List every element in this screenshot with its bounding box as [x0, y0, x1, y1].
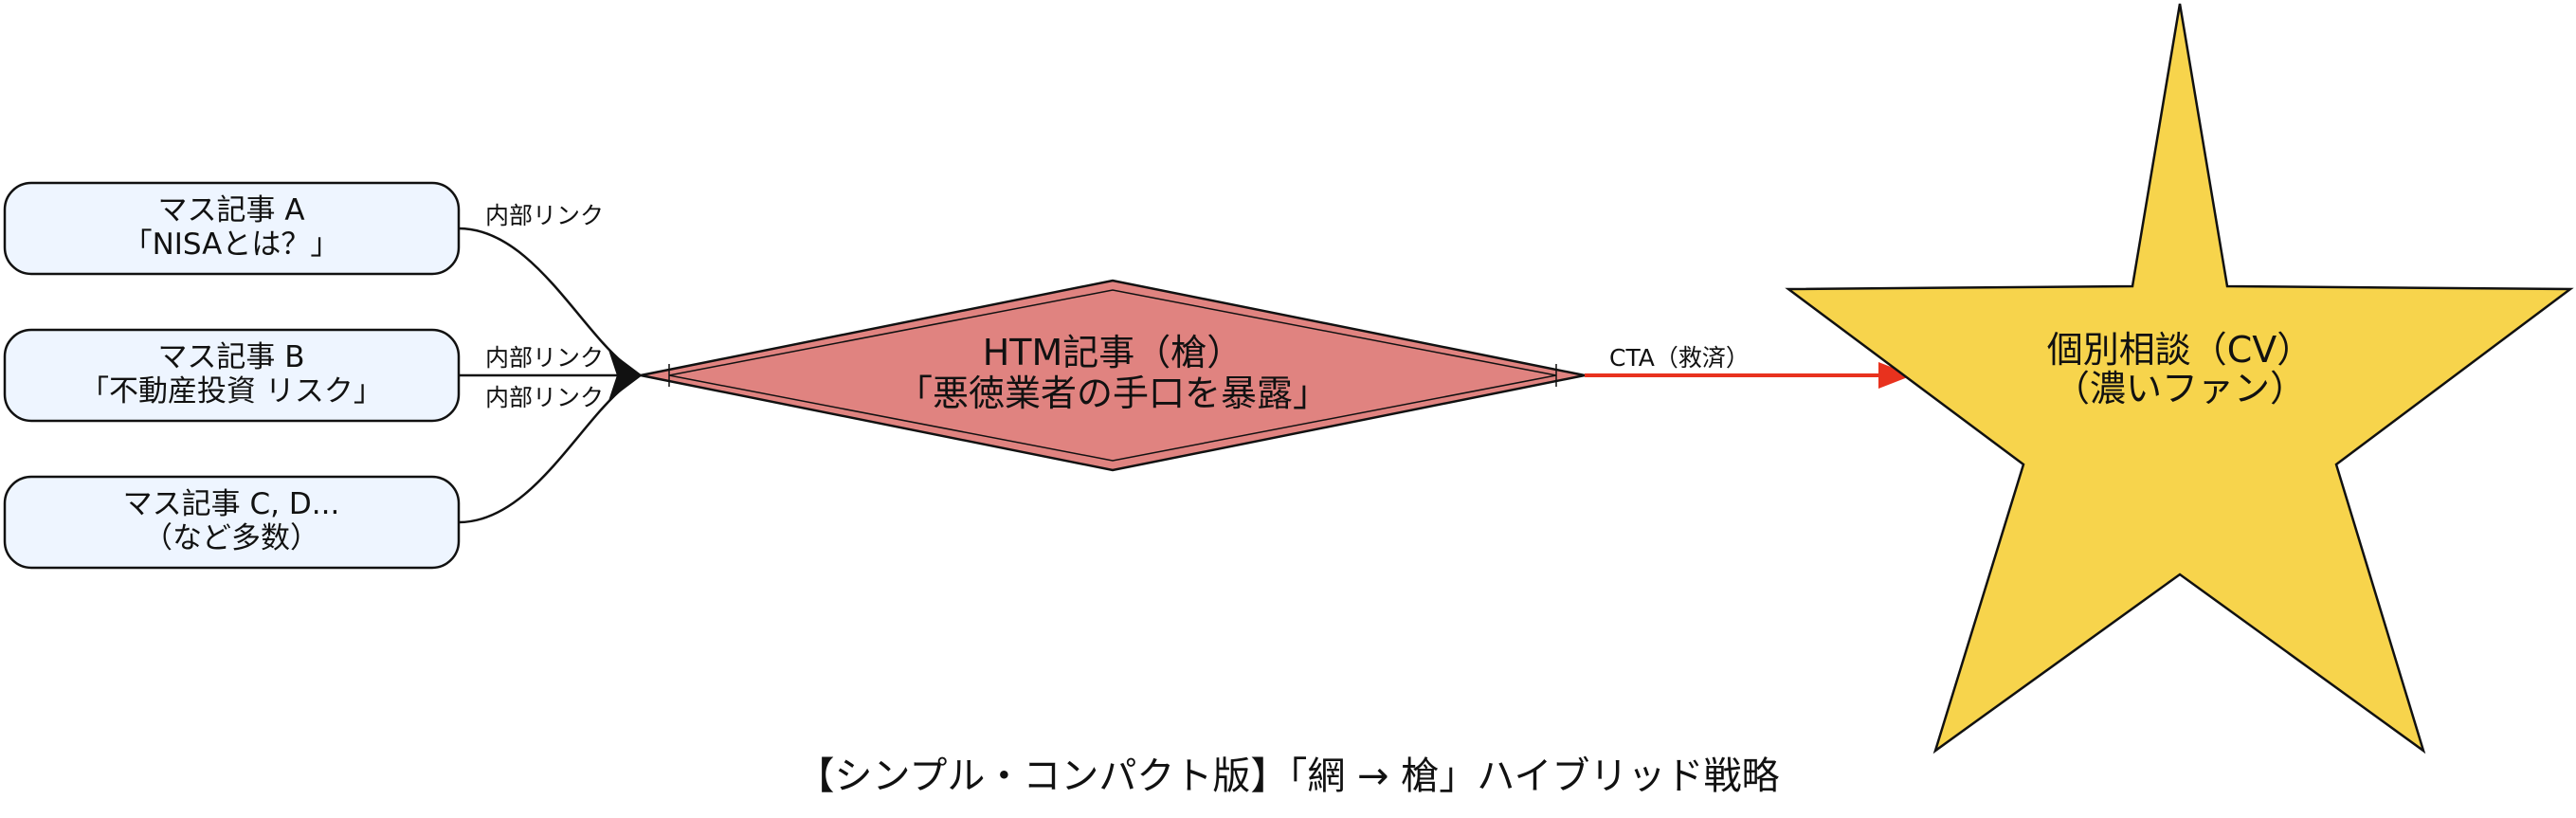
- edge-link-a: [458, 227, 626, 366]
- node-mass-article-cd-subtitle: （など多数）: [143, 521, 319, 555]
- node-htm-article[interactable]: HTM記事（槍） 「悪徳業者の手口を暴露」: [640, 279, 1586, 472]
- edge-link-cd: [458, 385, 626, 524]
- node-mass-article-b-title: マス記事 B: [157, 340, 304, 374]
- node-mass-article-b-subtitle: 「不動産投資 リスク」: [80, 374, 383, 409]
- node-mass-article-b[interactable]: マス記事 B 「不動産投資 リスク」: [3, 328, 461, 423]
- node-mass-article-cd-title: マス記事 C, D...: [123, 487, 340, 521]
- edge-label-link-a: 内部リンク: [485, 202, 604, 229]
- node-cv-subtitle: （濃いファン）: [2054, 368, 2306, 409]
- node-cv-title: 個別相談（CV）: [2047, 329, 2313, 371]
- node-cv-star[interactable]: 個別相談（CV） （濃いファン）: [1785, 3, 2574, 754]
- node-mass-article-cd[interactable]: マス記事 C, D... （など多数）: [3, 475, 461, 570]
- diagram-caption: 【シンプル・コンパクト版】「網 → 槍」ハイブリッド戦略: [797, 754, 1780, 798]
- edge-label-cta: CTA（救済）: [1609, 344, 1750, 372]
- node-htm-article-subtitle: 「悪徳業者の手口を暴露」: [897, 373, 1329, 414]
- edge-label-link-b: 内部リンク: [485, 344, 604, 372]
- edge-link-arrowhead: [608, 350, 643, 401]
- node-mass-article-a-title: マス記事 A: [157, 193, 304, 227]
- node-mass-article-a-subtitle: 「NISAとは？」: [123, 227, 340, 262]
- node-mass-article-a[interactable]: マス記事 A 「NISAとは？」: [3, 181, 461, 276]
- edge-label-link-cd: 内部リンク: [485, 384, 604, 411]
- node-htm-article-title: HTM記事（槍）: [983, 332, 1243, 373]
- edge-cta-arrowhead: [1878, 362, 1913, 389]
